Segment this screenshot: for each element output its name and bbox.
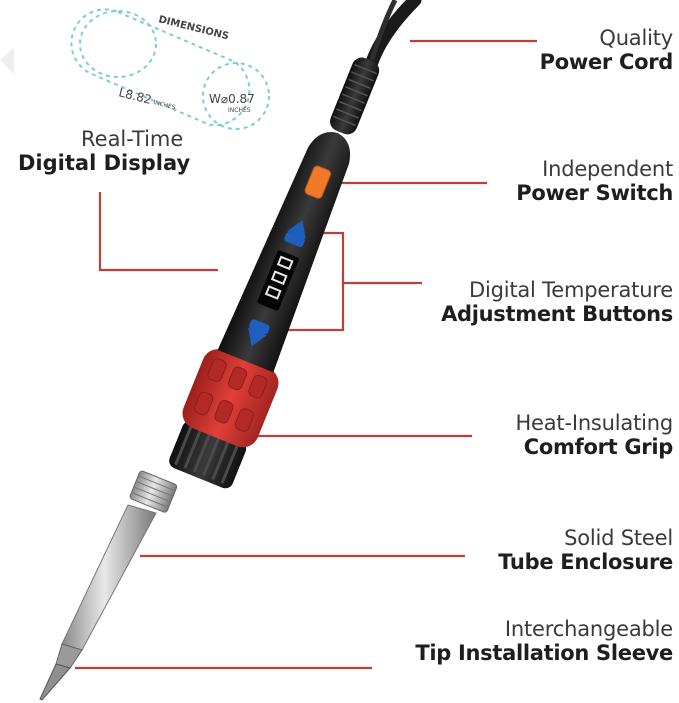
width-unit: INCHES — [228, 107, 251, 114]
callout-adjust-buttons-line2: Adjustment Buttons — [441, 302, 673, 327]
callout-adjust-buttons: Digital Temperature Adjustment Buttons — [441, 278, 673, 326]
steel-tube — [39, 470, 178, 701]
callout-power-cord: Quality Power Cord — [539, 26, 674, 75]
callout-grip-line2: Comfort Grip — [523, 435, 674, 460]
callout-grip-line1: Heat-Insulating — [515, 411, 673, 435]
callout-tube-line1: Solid Steel — [564, 526, 673, 550]
callout-digital-display-line2: Digital Display — [18, 151, 191, 176]
power-switch-icon — [304, 165, 332, 199]
width-value: W⌀0.87 — [209, 92, 255, 106]
leader-digital-display — [98, 192, 218, 272]
callout-power-switch: Independent Power Switch — [516, 157, 673, 205]
up-button-icon — [287, 220, 306, 239]
callout-tip-sleeve: Interchangeable Tip Installation Sleeve — [415, 617, 673, 665]
callout-digital-display-line1: Real-Time — [81, 127, 184, 151]
dimensions-heading: DIMENSIONS — [157, 14, 230, 42]
comfort-grip — [182, 349, 279, 448]
length-value: L8.82 — [117, 85, 153, 107]
callout-tip-sleeve-line1: Interchangeable — [504, 617, 673, 641]
callout-power-cord-line2: Power Cord — [539, 50, 674, 75]
callout-tube-line2: Tube Enclosure — [498, 550, 673, 575]
callout-tip-sleeve-line2: Tip Installation Sleeve — [415, 641, 673, 666]
callout-digital-display: Real-Time Digital Display — [18, 127, 190, 175]
power-cord — [330, 0, 422, 135]
callout-adjust-buttons-line1: Digital Temperature — [468, 278, 673, 302]
corner-decoration — [0, 48, 14, 74]
callout-power-switch-line1: Independent — [542, 157, 673, 181]
callout-power-cord-line1: Quality — [599, 26, 673, 50]
dimensions-badge: DIMENSIONS L8.82 INCHES W⌀0.87 INCHES — [70, 8, 270, 130]
length-unit: INCHES — [153, 99, 177, 111]
handle — [169, 132, 351, 489]
callout-tube: Solid Steel Tube Enclosure — [498, 526, 673, 574]
callout-power-switch-line2: Power Switch — [516, 181, 673, 206]
callout-grip: Heat-Insulating Comfort Grip — [515, 411, 673, 459]
down-button-icon — [248, 327, 267, 347]
